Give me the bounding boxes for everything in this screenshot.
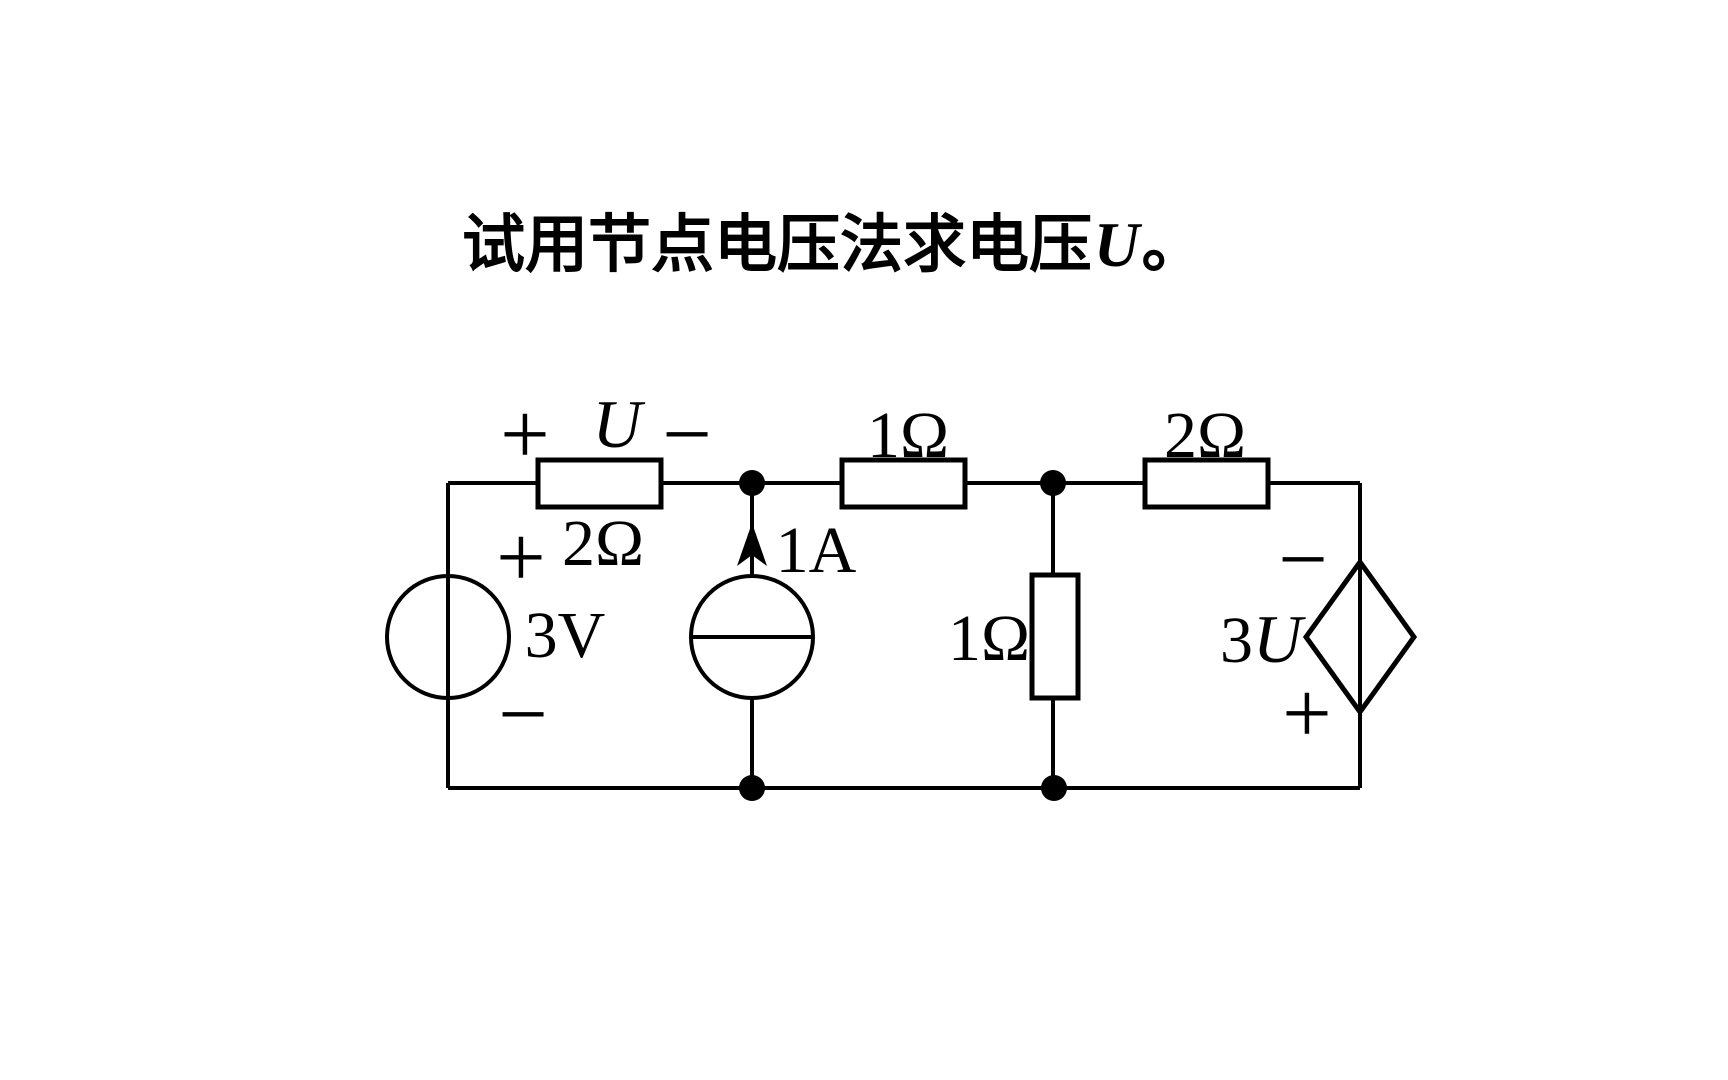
resistor-top-middle-value: 1Ω	[867, 399, 949, 472]
current-arrow-icon	[737, 523, 767, 566]
dependent-source-value: 3U	[1220, 601, 1306, 677]
dependent-source-coefficient: 3	[1220, 604, 1253, 677]
node-dot-bottom-left	[739, 775, 765, 801]
node-dot-top-left	[739, 470, 765, 496]
voltage-u-label: U	[592, 386, 645, 462]
current-source-value: 1A	[776, 514, 857, 587]
resistor-top-right-value: 2Ω	[1164, 399, 1246, 472]
dependent-source-minus-sign: −	[1278, 512, 1328, 609]
resistor-top-right-box	[1142, 457, 1271, 510]
resistor-vertical-box	[1029, 572, 1081, 701]
resistor-top-left-value: 2Ω	[562, 507, 644, 580]
voltage-source-minus-sign: −	[498, 667, 548, 764]
dependent-source-plus-sign: +	[1282, 666, 1332, 763]
resistor-vertical-value: 1Ω	[948, 602, 1030, 675]
resistor-top-middle-box	[839, 457, 968, 510]
voltage-u-minus-sign: −	[662, 387, 712, 484]
voltage-source-value: 3V	[525, 599, 606, 672]
node-dot-bottom-right	[1041, 775, 1067, 801]
voltage-u-plus-sign: +	[500, 387, 550, 484]
problem-title-text: 试用节点电压法求电压	[462, 210, 1092, 280]
dependent-source-variable: U	[1253, 601, 1306, 677]
problem-title: 试用节点电压法求电压U。	[462, 214, 1205, 277]
voltage-source-plus-sign: +	[496, 510, 546, 607]
problem-title-variable: U	[1094, 210, 1140, 280]
node-dot-top-right	[1040, 470, 1066, 496]
resistor-top-left-box	[535, 457, 664, 510]
problem-title-period: 。	[1141, 210, 1205, 280]
